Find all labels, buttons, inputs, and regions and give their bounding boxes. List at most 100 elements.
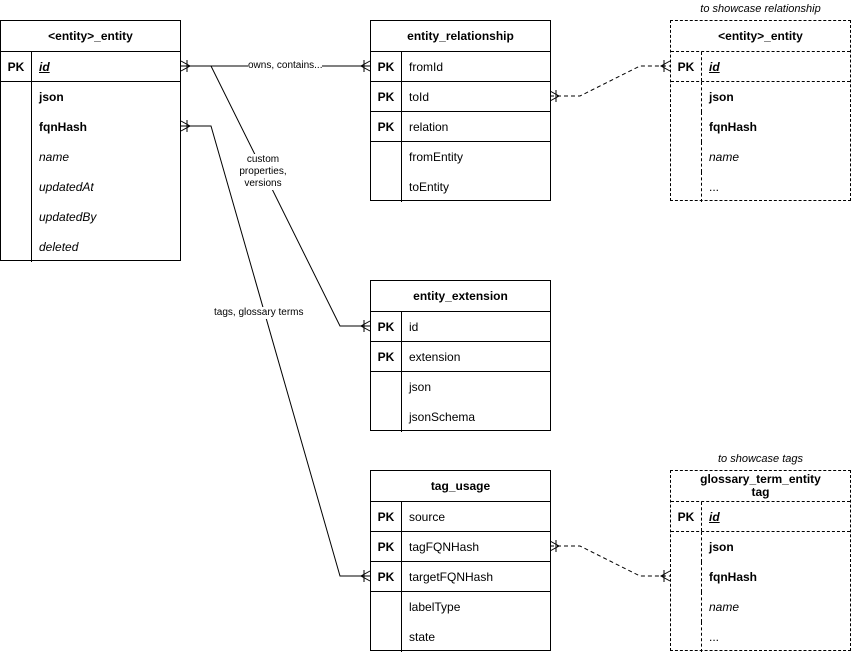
table-row: PK targetFQNHash [371, 562, 550, 592]
table-glossary-tag-title: glossary_term_entity tag [671, 471, 850, 502]
table-row: state [371, 622, 550, 652]
key-label: PK [371, 52, 402, 81]
field-fromentity: fromEntity [409, 150, 464, 164]
table-row: deleted [1, 232, 180, 262]
field-state: state [409, 630, 436, 644]
table-entity-extension-title: entity_extension [371, 281, 550, 312]
table-entity-relationship-title: entity_relationship [371, 21, 550, 52]
field-id: id [39, 59, 50, 74]
field-targetfqnhash: targetFQNHash [409, 569, 494, 584]
edge-toid-dashed [550, 65, 670, 97]
field-json: json [709, 540, 734, 554]
field-ellipsis: ... [709, 630, 720, 644]
edge-custom-properties [181, 65, 370, 327]
field-source: source [409, 509, 446, 524]
field-deleted: deleted [39, 240, 79, 254]
key-label: PK [371, 82, 402, 111]
edge-label-custom: custom properties, versions [232, 154, 294, 190]
edge-label-tags: tags, glossary terms [214, 307, 304, 319]
table-entity-title: <entity>_entity [1, 21, 180, 52]
edge-label-owns: owns, contains... [248, 60, 323, 72]
table-row: json [1, 82, 180, 112]
table-row: updatedAt [1, 172, 180, 202]
table-row: ... [671, 172, 850, 202]
field-relation: relation [409, 119, 449, 134]
table-entity-extension: entity_extension PK id PK extension json… [370, 280, 551, 432]
field-extension: extension [409, 349, 461, 364]
field-jsonschema: jsonSchema [409, 410, 476, 424]
field-fqnhash: fqnHash [709, 120, 757, 134]
edge-label-custom-line2: properties, [239, 166, 287, 177]
field-ellipsis: ... [709, 180, 720, 194]
key-label: PK [371, 532, 402, 561]
table-row: jsonSchema [371, 402, 550, 432]
table-row: fromEntity [371, 142, 550, 172]
table-row: updatedBy [1, 202, 180, 232]
field-id: id [709, 59, 720, 74]
table-entity-showcase-title: <entity>_entity [671, 21, 850, 52]
field-json: json [709, 90, 734, 104]
table-row: fqnHash [1, 112, 180, 142]
table-row: name [671, 142, 850, 172]
table-row: PK tagFQNHash [371, 532, 550, 562]
field-toentity: toEntity [409, 180, 450, 194]
key-label: PK [371, 342, 402, 371]
key-label: PK [371, 562, 402, 591]
key-label: PK [671, 502, 702, 531]
field-name: name [709, 150, 740, 164]
key-label: PK [671, 52, 702, 81]
table-row: fqnHash [671, 562, 850, 592]
table-row: name [1, 142, 180, 172]
field-fqnhash: fqnHash [39, 120, 87, 134]
table-row: PK toId [371, 82, 550, 112]
key-label: PK [371, 112, 402, 141]
table-row: PK fromId [371, 52, 550, 82]
table-tag-usage: tag_usage PK source PK tagFQNHash PK tar… [370, 470, 551, 652]
table-entity-relationship: entity_relationship PK fromId PK toId PK… [370, 20, 551, 202]
table-row: toEntity [371, 172, 550, 202]
table-row: PK id [371, 312, 550, 342]
edge-tags-glossary [181, 125, 370, 577]
key-label: PK [371, 502, 402, 531]
table-row: fqnHash [671, 112, 850, 142]
field-labeltype: labelType [409, 600, 461, 614]
table-tag-usage-title: tag_usage [371, 471, 550, 502]
edge-label-custom-line1: custom [246, 154, 280, 165]
field-tagfqnhash: tagFQNHash [409, 539, 480, 554]
note-showcase-relationship: to showcase relationship [700, 3, 821, 15]
field-id: id [409, 319, 419, 334]
key-label: PK [1, 52, 32, 81]
field-toid: toId [409, 89, 430, 104]
edge-label-custom-line3: versions [244, 178, 282, 189]
table-row: ... [671, 622, 850, 652]
key-label: PK [371, 312, 402, 341]
table-glossary-title-line1: glossary_term_entity [700, 472, 821, 486]
table-row: labelType [371, 592, 550, 622]
edge-tagfqn-dashed [550, 545, 670, 577]
table-row: PK id [1, 52, 180, 82]
table-row: name [671, 592, 850, 622]
table-row: PK relation [371, 112, 550, 142]
field-name: name [709, 600, 740, 614]
table-entity: <entity>_entity PK id json fqnHash name … [0, 20, 181, 262]
table-glossary-title-line2: tag [751, 485, 770, 499]
field-fqnhash: fqnHash [709, 570, 757, 584]
field-updatedby: updatedBy [39, 210, 97, 224]
table-row: json [371, 372, 550, 402]
field-updatedat: updatedAt [39, 180, 94, 194]
field-json: json [409, 380, 432, 394]
crowfoot-marks [180, 60, 671, 582]
table-row: PK extension [371, 342, 550, 372]
table-row: PK source [371, 502, 550, 532]
field-fromid: fromId [409, 59, 444, 74]
table-glossary-tag: glossary_term_entity tag PK id json fqnH… [670, 470, 851, 652]
table-row: json [671, 82, 850, 112]
table-row: PK id [671, 52, 850, 82]
field-id: id [709, 509, 720, 524]
field-name: name [39, 150, 70, 164]
table-entity-showcase: <entity>_entity PK id json fqnHash name … [670, 20, 851, 202]
table-row: PK id [671, 502, 850, 532]
note-showcase-tags: to showcase tags [718, 453, 803, 465]
